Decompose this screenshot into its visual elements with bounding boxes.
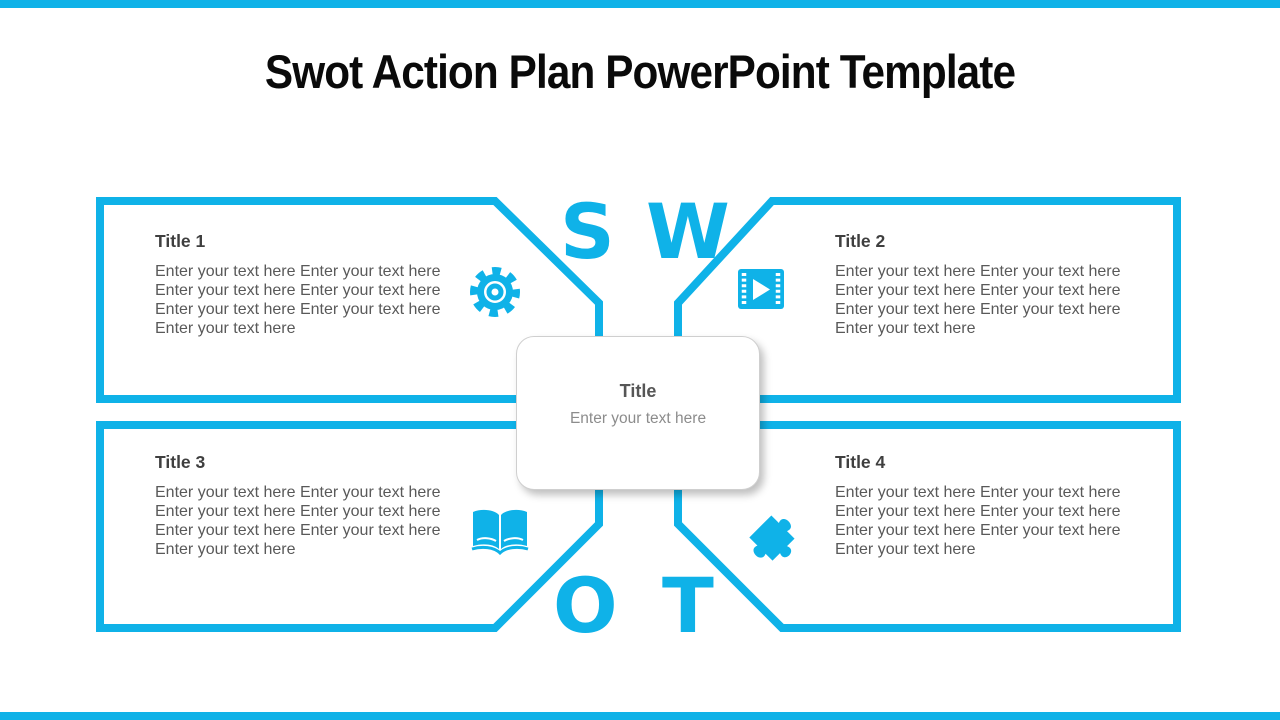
quadrant-strengths-text: Title 1 Enter your text here Enter your …: [155, 231, 475, 338]
bottom-accent-bar: [0, 712, 1280, 720]
quadrant-title: Title 3: [155, 452, 206, 472]
letter-w: W: [646, 187, 730, 276]
letter-o: O: [553, 561, 618, 650]
quadrant-weaknesses-text: Title 2 Enter your text here Enter your …: [835, 231, 1155, 338]
placeholder-line: Enter your text here Enter your text her…: [155, 263, 441, 280]
quadrant-opportunities-text: Title 3 Enter your text here Enter your …: [155, 452, 475, 559]
placeholder-line: Enter your text here Enter your text her…: [155, 484, 441, 501]
placeholder-line: Enter your text here Enter your text her…: [155, 301, 441, 318]
placeholder-line: Enter your text here Enter your text her…: [155, 503, 441, 520]
letter-s: S: [560, 187, 615, 276]
quadrant-title: Title 2: [835, 231, 886, 251]
film-play-icon: [738, 269, 784, 309]
placeholder-line: Enter your text here: [155, 541, 296, 558]
center-card-subtitle: Enter your text here: [569, 410, 707, 427]
panel-outline-opportunities: [96, 421, 603, 632]
placeholder-line: Enter your text here Enter your text her…: [835, 484, 1121, 501]
placeholder-line: Enter your text here: [835, 541, 976, 558]
placeholder-line: Enter your text here: [835, 320, 976, 337]
letter-t: T: [662, 561, 714, 650]
placeholder-line: Enter your text here Enter your text her…: [835, 503, 1121, 520]
placeholder-line: Enter your text here Enter your text her…: [835, 522, 1121, 539]
placeholder-line: Enter your text here Enter your text her…: [155, 522, 441, 539]
placeholder-line: Enter your text here Enter your text her…: [155, 282, 441, 299]
top-accent-bar: [0, 0, 1280, 8]
quadrant-threats-text: Title 4 Enter your text here Enter your …: [835, 452, 1155, 559]
placeholder-line: Enter your text here Enter your text her…: [835, 282, 1121, 299]
center-title-card: Title Enter your text here: [516, 336, 760, 490]
panel-outline-threats: [674, 421, 1181, 632]
center-card-title: Title: [619, 381, 657, 401]
placeholder-line: Enter your text here: [155, 320, 296, 337]
slide-title: Swot Action Plan PowerPoint Template: [264, 45, 1016, 98]
open-book-icon: [471, 509, 529, 556]
gear-icon: [470, 267, 520, 317]
puzzle-piece-icon: [749, 515, 795, 561]
placeholder-line: Enter your text here Enter your text her…: [835, 263, 1121, 280]
placeholder-line: Enter your text here Enter your text her…: [835, 301, 1121, 318]
quadrant-title: Title 1: [155, 231, 206, 251]
quadrant-title: Title 4: [835, 452, 886, 472]
